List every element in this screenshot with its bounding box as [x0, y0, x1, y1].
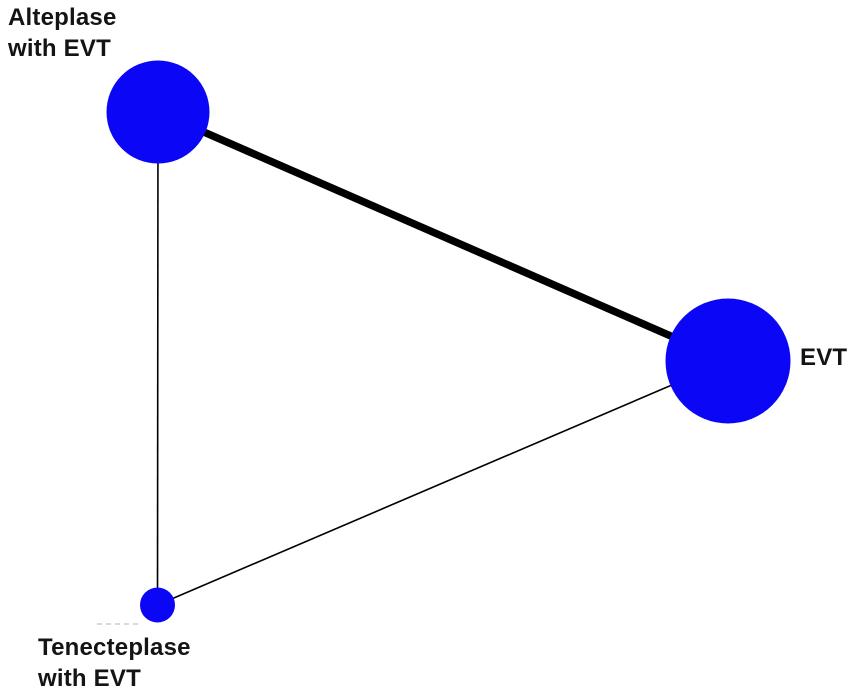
label-alteplase-evt: Alteplase with EVT [8, 4, 117, 62]
edge-tenecteplase-evt--evt [157, 360, 729, 606]
label-evt: EVT [800, 344, 848, 371]
node-evt [665, 298, 791, 424]
node-tenecteplase-evt [140, 587, 175, 623]
edge-alteplase-evt--evt [156, 108, 730, 365]
node-alteplase-evt [106, 60, 210, 164]
edge-alteplase-evt--tenecteplase-evt [156, 111, 159, 606]
label-tenecteplase-evt: Tenecteplase with EVT [38, 634, 191, 692]
